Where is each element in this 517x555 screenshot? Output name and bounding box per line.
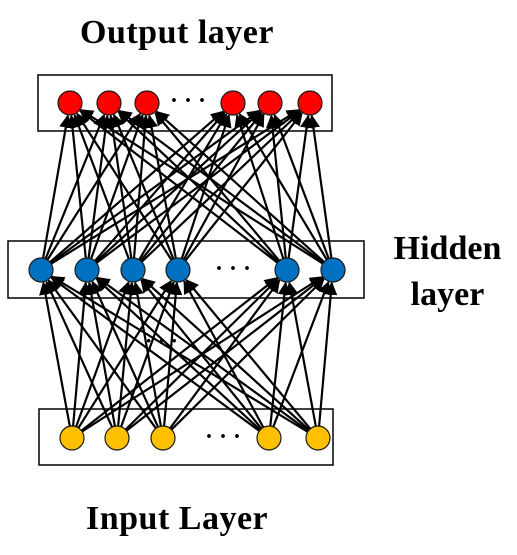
connection-hidden-0-output-5 xyxy=(50,108,301,265)
connection-hidden-5-output-1 xyxy=(118,109,325,264)
connection-hidden-2-output-0 xyxy=(72,113,130,260)
connection-hidden-5-output-3 xyxy=(238,113,328,261)
input-node-0 xyxy=(59,425,85,451)
output-layer-ellipsis: · · · xyxy=(170,88,206,114)
nodes-group xyxy=(28,90,346,451)
connection-input-2-hidden-2 xyxy=(130,281,162,427)
connection-input-4-hidden-3 xyxy=(185,278,312,430)
connection-input-2-hidden-0 xyxy=(47,279,157,429)
connection-hidden-5-output-2 xyxy=(155,110,325,263)
connection-input-3-hidden-0 xyxy=(50,276,260,432)
connection-hidden-4-output-5 xyxy=(287,114,314,259)
connection-hidden-1-output-1 xyxy=(87,114,113,259)
output-layer-label: Output layer xyxy=(80,14,274,51)
hidden-node-1 xyxy=(74,257,100,283)
output-node-0 xyxy=(57,90,83,116)
connection-hidden-1-output-0 xyxy=(65,114,87,259)
input-node-4 xyxy=(305,425,331,451)
connection-input-3-hidden-4 xyxy=(269,281,291,427)
hidden-node-0 xyxy=(28,257,54,283)
connection-input-4-hidden-2 xyxy=(141,277,310,431)
output-node-5 xyxy=(297,90,323,116)
connection-input-4-hidden-4 xyxy=(285,281,317,427)
connection-hidden-0-output-0 xyxy=(42,114,73,259)
hidden-layer-label-line1: Hidden xyxy=(393,230,502,267)
output-node-3 xyxy=(220,90,246,116)
output-node-2 xyxy=(134,90,160,116)
connection-hidden-4-output-1 xyxy=(117,110,279,263)
output-layer-box xyxy=(37,74,333,132)
input-node-1 xyxy=(104,425,130,451)
connection-input-2-hidden-1 xyxy=(91,280,160,428)
connection-hidden-0-output-3 xyxy=(49,110,225,263)
hidden-layer-label-line2: layer xyxy=(410,276,485,313)
output-node-1 xyxy=(96,90,122,116)
connection-hidden-5-output-5 xyxy=(306,114,333,259)
connection-hidden-2-output-2 xyxy=(132,114,152,259)
connections-group xyxy=(39,108,338,433)
input-layer-label: Input Layer xyxy=(86,500,269,537)
input-node-2 xyxy=(150,425,176,451)
hidden-node-5 xyxy=(320,257,346,283)
connection-input-1-hidden-0 xyxy=(45,280,114,428)
input-node-3 xyxy=(256,425,282,451)
connection-hidden-4-output-4 xyxy=(265,114,287,259)
input-layer-box xyxy=(38,408,334,466)
connection-hidden-2-output-3 xyxy=(138,113,228,261)
input-layer-ellipsis: · · · xyxy=(205,424,241,450)
connection-input-0-hidden-0 xyxy=(39,281,71,427)
output-node-4 xyxy=(257,90,283,116)
connection-input-4-hidden-5 xyxy=(318,281,338,427)
hidden-layer-ellipsis: · · · xyxy=(215,256,251,282)
connection-hidden-3-output-3 xyxy=(180,114,232,259)
connection-hidden-4-output-2 xyxy=(154,111,281,262)
connection-input-4-hidden-1 xyxy=(96,276,309,432)
connection-hidden-3-output-1 xyxy=(112,113,175,260)
connections-gap-ellipsis: · · · xyxy=(145,328,178,353)
connection-hidden-3-output-0 xyxy=(76,112,173,261)
connection-hidden-1-output-3 xyxy=(94,111,226,262)
connection-input-3-hidden-3 xyxy=(183,280,265,428)
connection-hidden-4-output-0 xyxy=(79,110,279,264)
hidden-layer-box xyxy=(7,240,365,299)
hidden-layer-label: Hidden layer xyxy=(378,226,517,318)
connection-hidden-0-output-4 xyxy=(50,109,261,264)
hidden-node-3 xyxy=(165,257,191,283)
connection-hidden-3-output-4 xyxy=(182,113,265,261)
connection-hidden-5-output-0 xyxy=(79,109,324,265)
connection-hidden-5-output-4 xyxy=(272,113,330,260)
connection-hidden-3-output-2 xyxy=(145,114,177,259)
connection-hidden-2-output-1 xyxy=(105,114,133,259)
connection-hidden-1-output-2 xyxy=(90,113,145,260)
connection-input-4-hidden-0 xyxy=(50,275,309,433)
connection-input-3-hidden-5 xyxy=(272,280,331,428)
hidden-node-2 xyxy=(120,257,146,283)
hidden-node-4 xyxy=(274,257,300,283)
